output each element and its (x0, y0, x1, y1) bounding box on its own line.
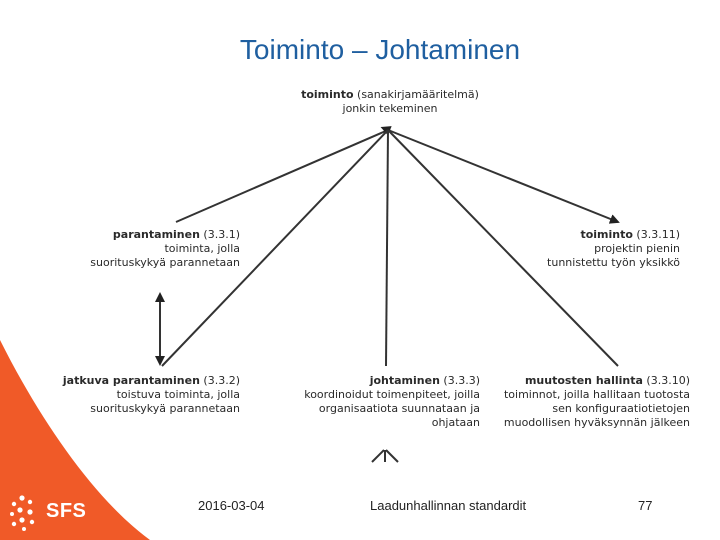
node-term: toiminto (301, 88, 354, 101)
arrow-stub-right (385, 449, 399, 463)
line-top-to-right-upper (380, 126, 620, 224)
node-term: muutosten hallinta (524, 374, 643, 387)
node-jatkuva-parantaminen: jatkuva parantaminen (3.3.2) toistuva to… (60, 374, 240, 416)
node-definition: projektin pienin (594, 242, 680, 255)
footer-page-number: 77 (638, 498, 653, 513)
node-definition: organisaatiota suunnataan ja ohjataan (318, 402, 480, 429)
node-ref: (3.3.2) (203, 374, 240, 387)
node-muutosten-hallinta: muutosten hallinta (3.3.10) toiminnot, j… (490, 374, 690, 430)
node-ref: (3.3.1) (203, 228, 240, 241)
arrow-stub-left (371, 449, 385, 463)
node-definition: suorituskykyä parannetaan (90, 402, 240, 415)
node-term: jatkuva parantaminen (62, 374, 200, 387)
node-term: johtaminen (369, 374, 440, 387)
orange-corner-shape (0, 340, 150, 540)
footer-date: 2016-03-04 (198, 498, 265, 513)
node-toiminto-right: toiminto (3.3.11) projektin pienin tunni… (510, 228, 680, 270)
node-definition: tunnistettu työn yksikkö (547, 256, 680, 269)
node-definition: suorituskykyä parannetaan (90, 256, 240, 269)
node-parantaminen: parantaminen (3.3.1) toiminta, jolla suo… (60, 228, 240, 270)
node-definition: sen konfiguraatiotietojen (552, 402, 690, 415)
sfs-logo-text: SFS (46, 500, 87, 522)
connector-lines (155, 126, 620, 463)
node-ref: (3.3.3) (443, 374, 480, 387)
line-top-to-right-lower (387, 129, 619, 367)
node-ref: (3.3.11) (636, 228, 680, 241)
node-definition: toistuva toiminta, jolla (116, 388, 240, 401)
sfs-logo-dots (10, 495, 35, 531)
footer-center-text: Laadunhallinnan standardit (370, 498, 527, 513)
node-definition: muodollisen hyväksynnän jälkeen (503, 416, 690, 429)
node-definition: jonkin tekeminen (342, 102, 438, 115)
node-definition: toiminta, jolla (164, 242, 240, 255)
node-ref: (3.3.10) (646, 374, 690, 387)
node-toiminto-top: toiminto (sanakirjamääritelmä) jonkin te… (290, 88, 490, 116)
line-top-to-left-upper (175, 129, 389, 223)
page-title: Toiminto – Johtaminen (239, 34, 521, 65)
node-definition: koordinoidut toimenpiteet, joilla (304, 388, 480, 401)
node-term: toiminto (580, 228, 633, 241)
node-definition: toiminnot, joilla hallitaan tuotosta (503, 388, 690, 401)
node-johtaminen: johtaminen (3.3.3) koordinoidut toimenpi… (280, 374, 480, 430)
node-ref: (sanakirjamääritelmä) (357, 88, 479, 101)
node-term: parantaminen (112, 228, 200, 241)
line-top-to-center-lower (385, 129, 389, 367)
line-top-to-left-lower (161, 129, 389, 367)
